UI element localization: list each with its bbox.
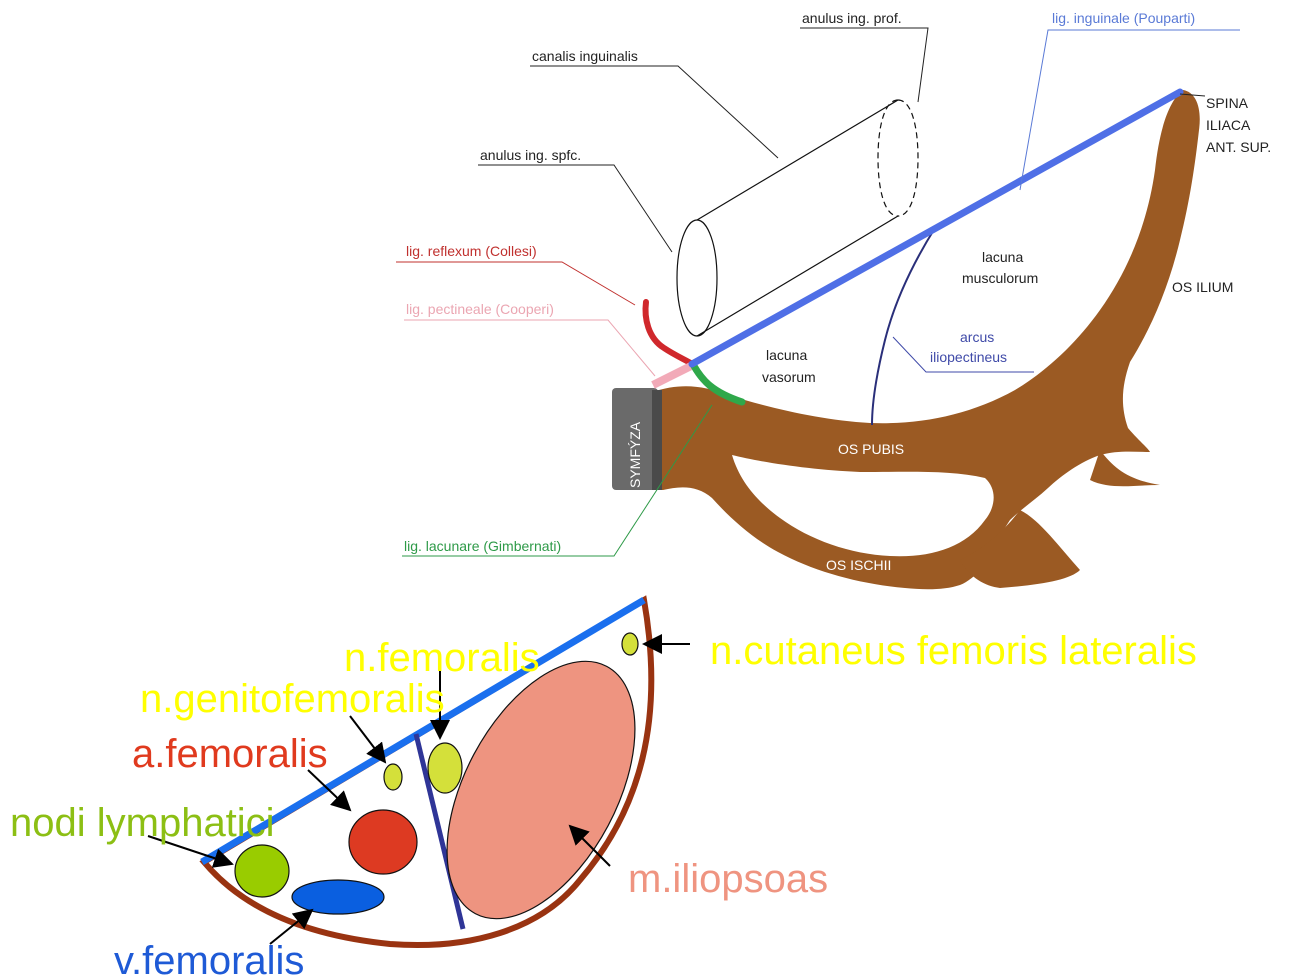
label-lig-inguinale: lig. inguinale (Pouparti)	[1052, 10, 1195, 26]
label-lacuna-vasorum-1: lacuna	[766, 347, 807, 363]
label-n-cutaneus: n.cutaneus femoris lateralis	[710, 629, 1197, 673]
upper-pelvis-diagram: SYMFÝZA	[396, 10, 1271, 589]
label-spina-1: SPINA	[1206, 95, 1249, 111]
label-m-iliopsoas: m.iliopsoas	[628, 857, 828, 901]
label-lig-lacunare: lig. lacunare (Gimbernati)	[404, 538, 561, 554]
label-lacuna-vasorum-2: vasorum	[762, 369, 816, 385]
label-os-ilium: OS ILIUM	[1172, 279, 1233, 295]
bone-spike	[1090, 450, 1160, 486]
nodi-lymphatici-shape	[235, 845, 289, 897]
label-v-femoralis: v.femoralis	[114, 939, 304, 979]
label-a-femoralis: a.femoralis	[132, 732, 328, 776]
lig-pectineale	[653, 364, 695, 385]
n-genitofemoralis-shape	[384, 764, 402, 790]
a-femoralis-shape	[349, 810, 417, 874]
label-lig-pectineale: lig. pectineale (Cooperi)	[406, 301, 554, 317]
n-cutaneus-shape	[622, 633, 638, 655]
label-spina-2: ILIACA	[1206, 117, 1251, 133]
label-lacuna-musculorum-2: musculorum	[962, 270, 1038, 286]
symfyza-shadow	[652, 390, 662, 490]
label-arcus-2: iliopectineus	[930, 349, 1007, 365]
label-os-ischii: OS ISCHII	[826, 557, 891, 573]
label-spina-3: ANT. SUP.	[1206, 139, 1271, 155]
label-lig-reflexum: lig. reflexum (Collesi)	[406, 243, 537, 259]
label-anulus-ing-spfc: anulus ing. spfc.	[480, 147, 581, 163]
n-femoralis-shape	[428, 743, 462, 793]
label-lacuna-musculorum-1: lacuna	[982, 249, 1023, 265]
label-n-femoralis: n.femoralis	[344, 636, 540, 680]
label-os-pubis: OS PUBIS	[838, 441, 904, 457]
arrow-n-genitofemoralis	[350, 716, 385, 762]
label-canalis-inguinalis: canalis inguinalis	[532, 48, 638, 64]
lower-cross-section: n.femoralis n.cutaneus femoris lateralis…	[10, 600, 1197, 979]
canalis-inguinalis-cylinder	[677, 100, 918, 336]
label-n-genitofemoralis: n.genitofemoralis	[140, 677, 445, 721]
label-arcus-1: arcus	[960, 329, 994, 345]
v-femoralis-shape	[292, 880, 384, 914]
label-anulus-ing-prof: anulus ing. prof.	[802, 10, 902, 26]
symfyza-label: SYMFÝZA	[627, 421, 643, 488]
label-nodi-lymphatici: nodi lymphatici	[10, 801, 275, 845]
